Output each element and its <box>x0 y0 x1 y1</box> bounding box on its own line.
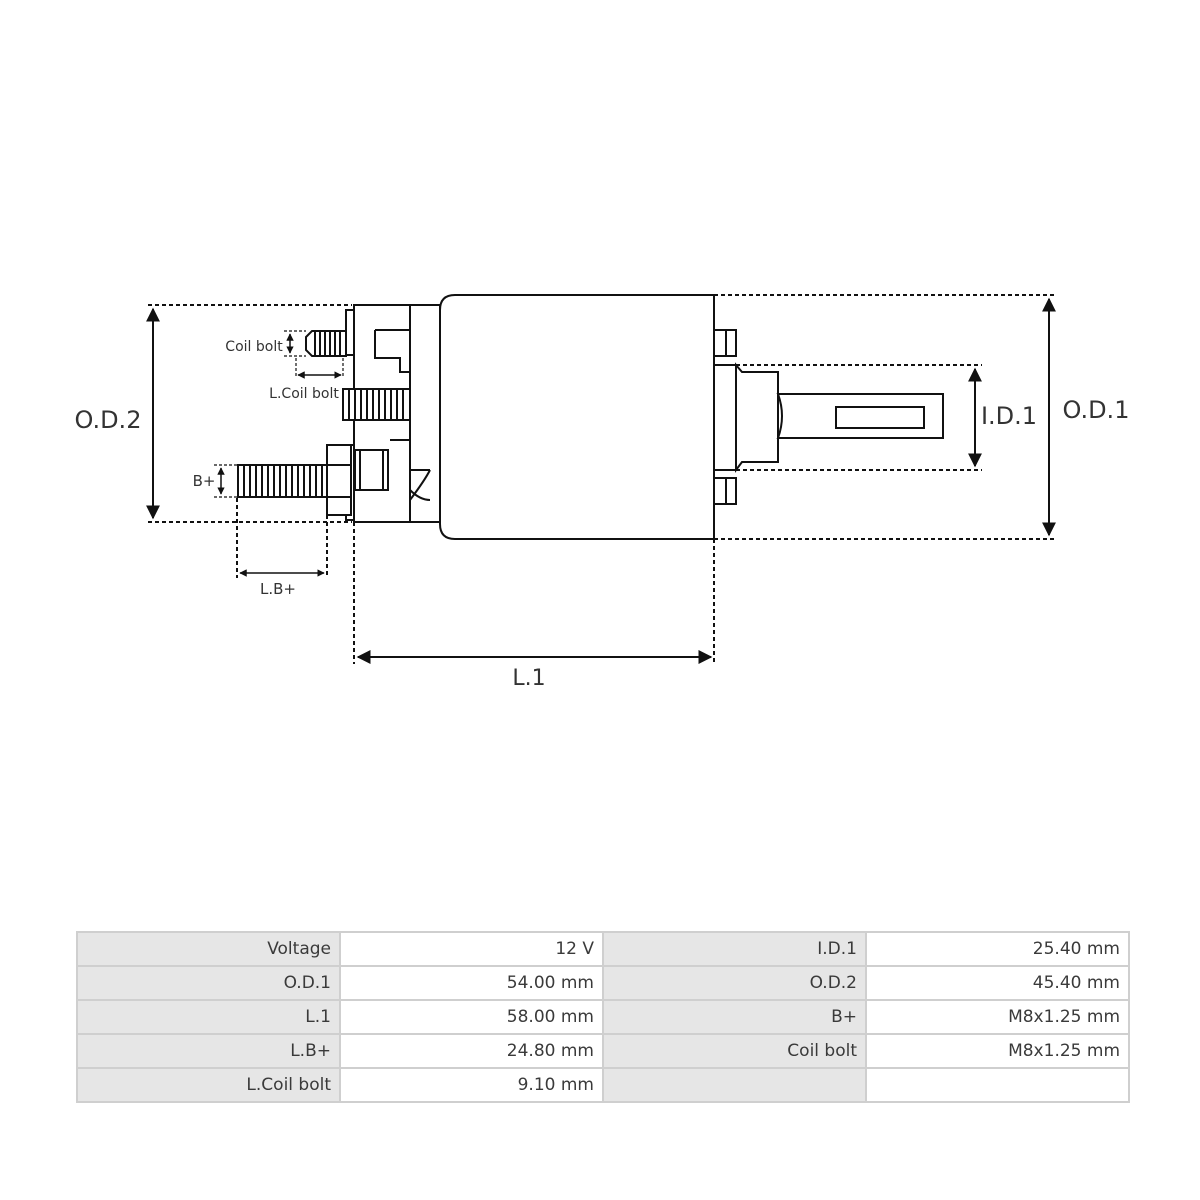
b-plus-thread <box>237 464 328 498</box>
spec-label: L.Coil bolt <box>76 1067 341 1103</box>
spec-label: O.D.2 <box>602 965 867 1001</box>
spec-label: L.1 <box>76 999 341 1035</box>
table-row: L.B+ 24.80 mm Coil bolt M8x1.25 mm <box>76 1033 1130 1069</box>
label-b-plus: B+ <box>193 472 216 490</box>
label-od2: O.D.2 <box>75 406 142 434</box>
spec-label: I.D.1 <box>602 931 867 967</box>
label-l1: L.1 <box>512 666 545 691</box>
table-row: L.Coil bolt 9.10 mm <box>76 1067 1130 1103</box>
spec-table: Voltage 12 V I.D.1 25.40 mm O.D.1 54.00 … <box>76 931 1130 1103</box>
spec-value: M8x1.25 mm <box>865 1033 1130 1069</box>
spec-value: 25.40 mm <box>865 931 1130 967</box>
label-coil-bolt: Coil bolt <box>225 339 283 355</box>
label-lb-plus: L.B+ <box>260 580 296 598</box>
table-row: L.1 58.00 mm B+ M8x1.25 mm <box>76 999 1130 1035</box>
spec-value: 58.00 mm <box>339 999 604 1035</box>
label-id1: I.D.1 <box>981 402 1037 430</box>
spec-value: 9.10 mm <box>339 1067 604 1103</box>
spec-value: 54.00 mm <box>339 965 604 1001</box>
spec-label: B+ <box>602 999 867 1035</box>
coil-bolt-thread <box>305 330 347 357</box>
spec-value <box>865 1067 1130 1103</box>
spec-label: O.D.1 <box>76 965 341 1001</box>
spec-label <box>602 1067 867 1103</box>
spec-label: Coil bolt <box>602 1033 867 1069</box>
spec-label: L.B+ <box>76 1033 341 1069</box>
table-row: O.D.1 54.00 mm O.D.2 45.40 mm <box>76 965 1130 1001</box>
spec-value: 24.80 mm <box>339 1033 604 1069</box>
label-l-coil-bolt: L.Coil bolt <box>269 386 339 402</box>
solenoid-body <box>326 294 944 540</box>
table-row: Voltage 12 V I.D.1 25.40 mm <box>76 931 1130 967</box>
spec-value: 12 V <box>339 931 604 967</box>
spec-value: 45.40 mm <box>865 965 1130 1001</box>
dimension-arrows <box>146 297 1056 664</box>
spec-label: Voltage <box>76 931 341 967</box>
spec-value: M8x1.25 mm <box>865 999 1130 1035</box>
dimension-guides <box>148 294 1056 664</box>
label-od1: O.D.1 <box>1063 396 1130 424</box>
solenoid-diagram: O.D.2 O.D.1 I.D.1 L.1 L.B+ B+ Coil bolt … <box>75 294 1130 691</box>
l-coil-bolt-thread <box>342 388 411 421</box>
